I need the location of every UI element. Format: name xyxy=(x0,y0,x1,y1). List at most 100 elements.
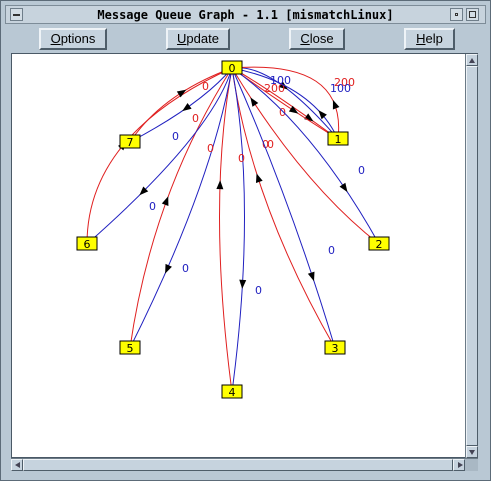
node-0[interactable]: 0 xyxy=(221,60,243,75)
edge-label-7-to-0: 0 xyxy=(192,112,199,125)
maximize-icon xyxy=(469,11,476,18)
edge-3-to-0 xyxy=(231,67,336,349)
scroll-down-button[interactable] xyxy=(466,446,478,458)
edge-arrow-0-to-7 xyxy=(182,103,192,112)
edge-label-4-to-0: 0 xyxy=(238,152,245,165)
edge-arrow-0-to-1 xyxy=(288,105,299,114)
edge-arrow-2-to-0 xyxy=(250,97,259,107)
vertical-scroll-thumb[interactable] xyxy=(466,66,478,446)
vertical-scrollbar[interactable] xyxy=(465,54,478,458)
edge-arrow-4-to-0 xyxy=(216,180,224,190)
edge-label-0-to-2: 0 xyxy=(358,164,365,177)
node-box-2 xyxy=(368,236,390,251)
edge-label-0-to-4: 0 xyxy=(255,284,262,297)
node-7[interactable]: 7 xyxy=(119,134,141,149)
edge-arrow-0-to-5 xyxy=(165,263,172,274)
node-4[interactable]: 4 xyxy=(221,384,243,399)
edge-1-to-0 xyxy=(231,66,340,140)
node-box-1 xyxy=(327,131,349,146)
edge-0-to-2 xyxy=(231,67,380,245)
scroll-left-button[interactable] xyxy=(11,459,23,471)
node-label-3: 3 xyxy=(332,342,339,355)
node-label-4: 4 xyxy=(229,386,236,399)
node-5[interactable]: 5 xyxy=(119,340,141,355)
edge-arrow-0-to-3 xyxy=(307,271,315,282)
edge-label-5-to-0: 0 xyxy=(207,142,214,155)
edge-label-1-to-0: 200 xyxy=(334,76,355,89)
edge-label-0-to-1: 100 xyxy=(270,74,291,87)
node-box-3 xyxy=(324,340,346,355)
edge-arrow-1-to-0 xyxy=(332,99,340,110)
scroll-right-button[interactable] xyxy=(453,459,465,471)
edge-0-to-4 xyxy=(231,67,245,393)
node-box-5 xyxy=(119,340,141,355)
node-label-7: 7 xyxy=(127,136,134,149)
node-box-4 xyxy=(221,384,243,399)
edge-0-to-7 xyxy=(129,67,233,143)
options-button[interactable]: Options xyxy=(39,28,107,50)
window-menu-icon xyxy=(13,14,20,16)
node-label-2: 2 xyxy=(376,238,383,251)
options-label: ptions xyxy=(60,31,96,46)
edge-arrow-3-to-0 xyxy=(255,173,263,183)
edge-arrow-1-to-0 xyxy=(318,110,327,120)
edge-0-to-3 xyxy=(231,67,336,349)
node-1[interactable]: 1 xyxy=(327,131,349,146)
edge-label-6-to-0: 0 xyxy=(202,80,209,93)
window-menu-button[interactable] xyxy=(10,8,23,21)
edge-label-0-to-1: 200 xyxy=(264,82,285,95)
help-button[interactable]: Help xyxy=(404,28,455,50)
node-box-7 xyxy=(119,134,141,149)
options-mnemonic: O xyxy=(50,31,61,46)
edge-label-0-to-7: 0 xyxy=(172,130,179,143)
edge-label-0-to-1: 0 xyxy=(279,106,286,119)
node-label-5: 5 xyxy=(127,342,134,355)
close-mnemonic: C xyxy=(300,31,310,46)
help-label: elp xyxy=(425,31,443,46)
minimize-icon xyxy=(455,13,458,16)
update-button[interactable]: Update xyxy=(166,28,230,50)
title-bar[interactable]: Message Queue Graph - 1.1 [mismatchLinux… xyxy=(5,5,486,24)
help-mnemonic: H xyxy=(416,31,426,46)
node-6[interactable]: 6 xyxy=(76,236,98,251)
edge-arrow-5-to-0 xyxy=(161,196,169,206)
edge-7-to-0 xyxy=(129,67,233,143)
scroll-up-button[interactable] xyxy=(466,54,478,66)
node-box-6 xyxy=(76,236,98,251)
node-label-6: 6 xyxy=(84,238,91,251)
close-button[interactable]: Close xyxy=(289,28,345,50)
update-mnemonic: U xyxy=(177,31,187,46)
edge-arrow-7-to-0 xyxy=(176,89,187,98)
close-label: lose xyxy=(309,31,334,46)
edge-label-0-to-5: 0 xyxy=(182,262,189,275)
edge-label-1-to-0: 100 xyxy=(330,82,351,95)
edge-label-0-to-6: 0 xyxy=(149,200,156,213)
node-box-0 xyxy=(221,60,243,75)
edge-4-to-0 xyxy=(219,67,233,393)
edge-arrow-0-to-4 xyxy=(239,279,247,289)
horizontal-scroll-thumb[interactable] xyxy=(23,459,453,471)
edge-label-0-to-3: 0 xyxy=(328,244,335,257)
node-3[interactable]: 3 xyxy=(324,340,346,355)
edge-5-to-0 xyxy=(129,67,233,349)
edge-arrow-0-to-6 xyxy=(139,186,149,196)
node-label-1: 1 xyxy=(335,133,342,146)
horizontal-scrollbar[interactable] xyxy=(11,458,478,471)
maximize-button[interactable] xyxy=(466,8,479,21)
chevron-left-icon xyxy=(15,462,20,468)
edge-label-3-to-0: 0 xyxy=(267,138,274,151)
window-title: Message Queue Graph - 1.1 [mismatchLinux… xyxy=(97,8,394,22)
chevron-right-icon xyxy=(458,462,463,468)
edge-0-to-5 xyxy=(129,67,233,349)
chevron-up-icon xyxy=(469,58,475,63)
node-label-0: 0 xyxy=(229,62,236,75)
minimize-button[interactable] xyxy=(450,8,463,21)
edge-arrow-0-to-2 xyxy=(339,182,348,193)
edge-label-2-to-0: 0 xyxy=(262,138,269,151)
chevron-down-icon xyxy=(469,450,475,455)
edge-2-to-0 xyxy=(231,67,380,245)
node-2[interactable]: 2 xyxy=(368,236,390,251)
